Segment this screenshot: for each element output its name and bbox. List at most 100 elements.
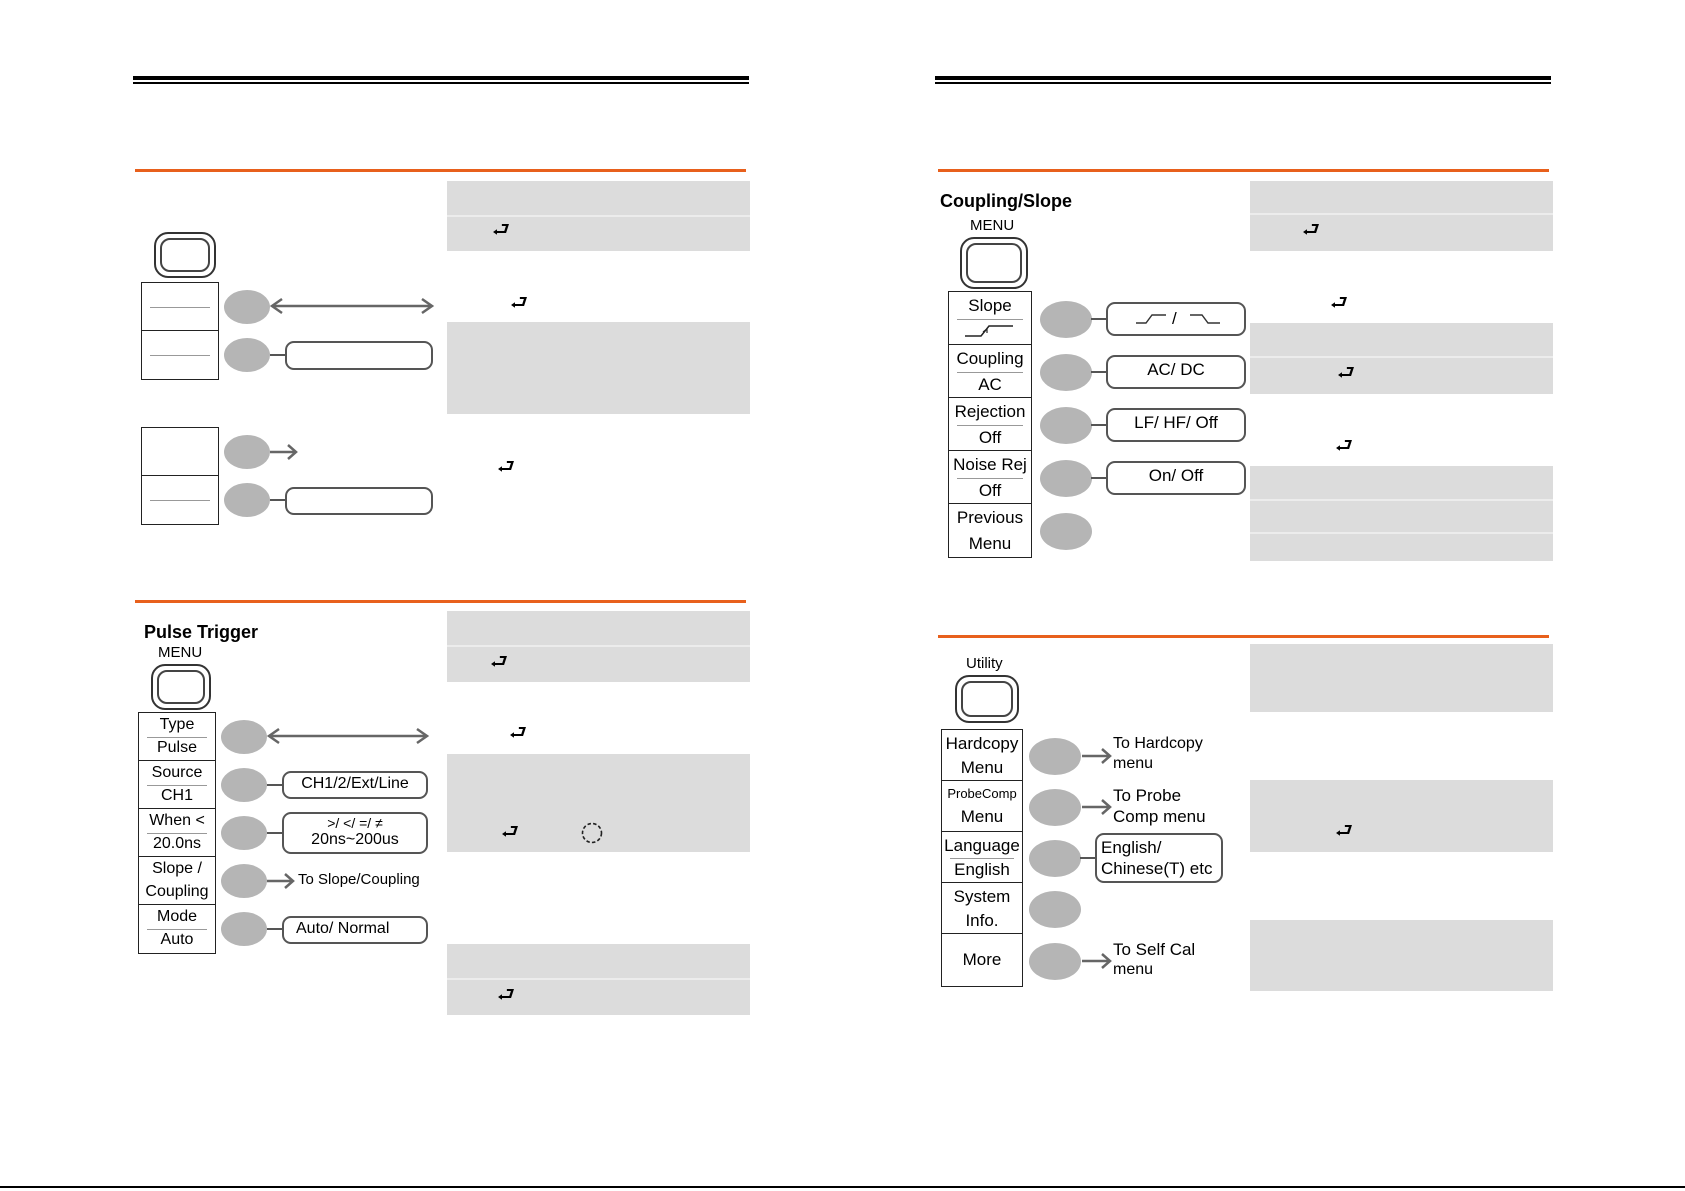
- source-options: CH1/2/Ext/Line: [282, 771, 428, 799]
- right-header-rule: [935, 76, 1551, 84]
- unlabeled-front-panel-button[interactable]: [154, 232, 216, 278]
- gray-step-box: [1250, 920, 1553, 991]
- falling-edge-icon: [1190, 314, 1220, 324]
- softkey-knob[interactable]: [221, 720, 267, 754]
- section-title: Coupling/Slope: [940, 191, 1072, 211]
- menu-cell[interactable]: [142, 428, 218, 476]
- empty-option-box: [285, 487, 433, 515]
- selfcal-link-line1: To Self Cal: [1113, 940, 1196, 959]
- softkey-knob[interactable]: [221, 912, 267, 946]
- softkey-knob[interactable]: [224, 338, 270, 372]
- selfcal-link-line2: menu: [1113, 961, 1154, 978]
- gray-step-box: [1250, 181, 1553, 251]
- softkey-knob[interactable]: [1040, 513, 1092, 550]
- left-section1-menu-b: [141, 427, 219, 525]
- softkey-knob[interactable]: [221, 816, 267, 850]
- left-section1-rule: [135, 169, 746, 172]
- section-title: Pulse Trigger: [144, 622, 259, 642]
- connector-line: [1091, 424, 1107, 426]
- softkey-knob[interactable]: [1040, 460, 1092, 497]
- menu-language[interactable]: Language English: [942, 832, 1022, 883]
- softkey-knob[interactable]: [1029, 891, 1081, 928]
- left-section2-rule: [135, 600, 746, 603]
- coupling-options: AC/ DC: [1106, 355, 1246, 389]
- connector-line: [267, 832, 283, 834]
- variable-knob-icon: [581, 822, 603, 844]
- pulse-trigger-menu: Type Pulse Source CH1 When < 20.0ns Slop…: [138, 712, 216, 954]
- language-option-line1: English/: [1101, 838, 1162, 857]
- rising-edge-icon: [1136, 314, 1166, 324]
- softkey-knob[interactable]: [221, 768, 267, 802]
- right-arrow-icon: [1082, 748, 1112, 764]
- menu-probecomp[interactable]: ProbeComp Menu: [942, 781, 1022, 832]
- return-arrow-icon: ⮐: [510, 292, 528, 314]
- menu-cell[interactable]: [142, 476, 218, 523]
- rejection-options: LF/ HF/ Off: [1106, 408, 1246, 442]
- when-options: >/ </ =/ ≠ 20ns~200us: [282, 812, 428, 854]
- empty-option-box: [285, 341, 433, 370]
- connector-line: [1091, 477, 1107, 479]
- menu-cell[interactable]: [142, 283, 218, 331]
- return-arrow-icon: ⮐: [1335, 820, 1353, 842]
- softkey-knob[interactable]: [1040, 407, 1092, 444]
- softkey-knob[interactable]: [1040, 354, 1092, 391]
- menu-system-info[interactable]: System Info.: [942, 883, 1022, 934]
- connector-line: [270, 499, 286, 501]
- menu-type-pulse[interactable]: Type Pulse: [139, 713, 215, 761]
- gray-step-box: [447, 754, 750, 852]
- gray-divider: [447, 215, 750, 217]
- gray-step-box: [1250, 323, 1553, 394]
- gray-divider: [1250, 213, 1553, 215]
- softkey-knob[interactable]: [224, 290, 270, 324]
- coupling-slope-menu: Slope Coupling AC Rejection Off Noise Re…: [948, 291, 1032, 558]
- right-arrow-icon: [1082, 799, 1112, 815]
- menu-button[interactable]: [151, 664, 211, 710]
- probe-link-line1: To Probe: [1113, 786, 1182, 805]
- menu-slope[interactable]: Slope: [949, 292, 1031, 345]
- softkey-knob[interactable]: [224, 435, 270, 469]
- slope-options: /: [1106, 302, 1246, 336]
- slope-link-label: To Slope/Coupling: [298, 871, 420, 888]
- return-arrow-icon: ⮐: [501, 821, 519, 843]
- right-arrow-icon: [270, 444, 298, 460]
- softkey-knob[interactable]: [224, 483, 270, 517]
- when-operators: >/ </ =/ ≠: [327, 815, 383, 831]
- softkey-knob[interactable]: [1029, 789, 1081, 826]
- softkey-knob[interactable]: [1029, 738, 1081, 775]
- menu-rejection[interactable]: Rejection Off: [949, 398, 1031, 451]
- connector-line: [1080, 857, 1096, 859]
- left-header-rule: [133, 76, 749, 84]
- return-arrow-icon: ⮐: [490, 651, 508, 673]
- gray-step-box: [1250, 466, 1553, 561]
- softkey-knob[interactable]: [1040, 301, 1092, 338]
- gray-step-box: [447, 322, 750, 414]
- probe-link-line2: Comp menu: [1113, 807, 1206, 826]
- gray-divider: [447, 645, 750, 647]
- menu-button[interactable]: [960, 237, 1028, 289]
- menu-slope-coupling[interactable]: Slope / Coupling: [139, 857, 215, 905]
- menu-hardcopy[interactable]: Hardcopy Menu: [942, 730, 1022, 781]
- menu-coupling[interactable]: Coupling AC: [949, 345, 1031, 398]
- menu-mode[interactable]: Mode Auto: [139, 905, 215, 952]
- softkey-knob[interactable]: [1029, 943, 1081, 980]
- right-arrow-icon: [1082, 953, 1112, 969]
- button-label: MENU: [970, 217, 1015, 234]
- page-bottom-rule: [0, 1186, 1685, 1188]
- when-range: 20ns~200us: [311, 831, 399, 849]
- connector-line: [270, 354, 286, 356]
- connector-line: [267, 928, 283, 930]
- menu-cell[interactable]: [142, 331, 218, 378]
- menu-when[interactable]: When < 20.0ns: [139, 809, 215, 857]
- utility-button[interactable]: [955, 675, 1019, 723]
- connector-line: [1091, 318, 1107, 320]
- softkey-knob[interactable]: [221, 864, 267, 898]
- menu-noise-rej[interactable]: Noise Rej Off: [949, 451, 1031, 504]
- menu-more[interactable]: More: [962, 950, 1002, 969]
- left-section1-menu-a: [141, 282, 219, 380]
- softkey-knob[interactable]: [1029, 840, 1081, 877]
- double-arrow-icon: [269, 297, 435, 315]
- menu-source[interactable]: Source CH1: [139, 761, 215, 809]
- return-arrow-icon: ⮐: [497, 456, 515, 478]
- utility-menu: Hardcopy Menu ProbeComp Menu Language En…: [941, 729, 1023, 987]
- menu-previous[interactable]: Previous Menu: [956, 508, 1024, 553]
